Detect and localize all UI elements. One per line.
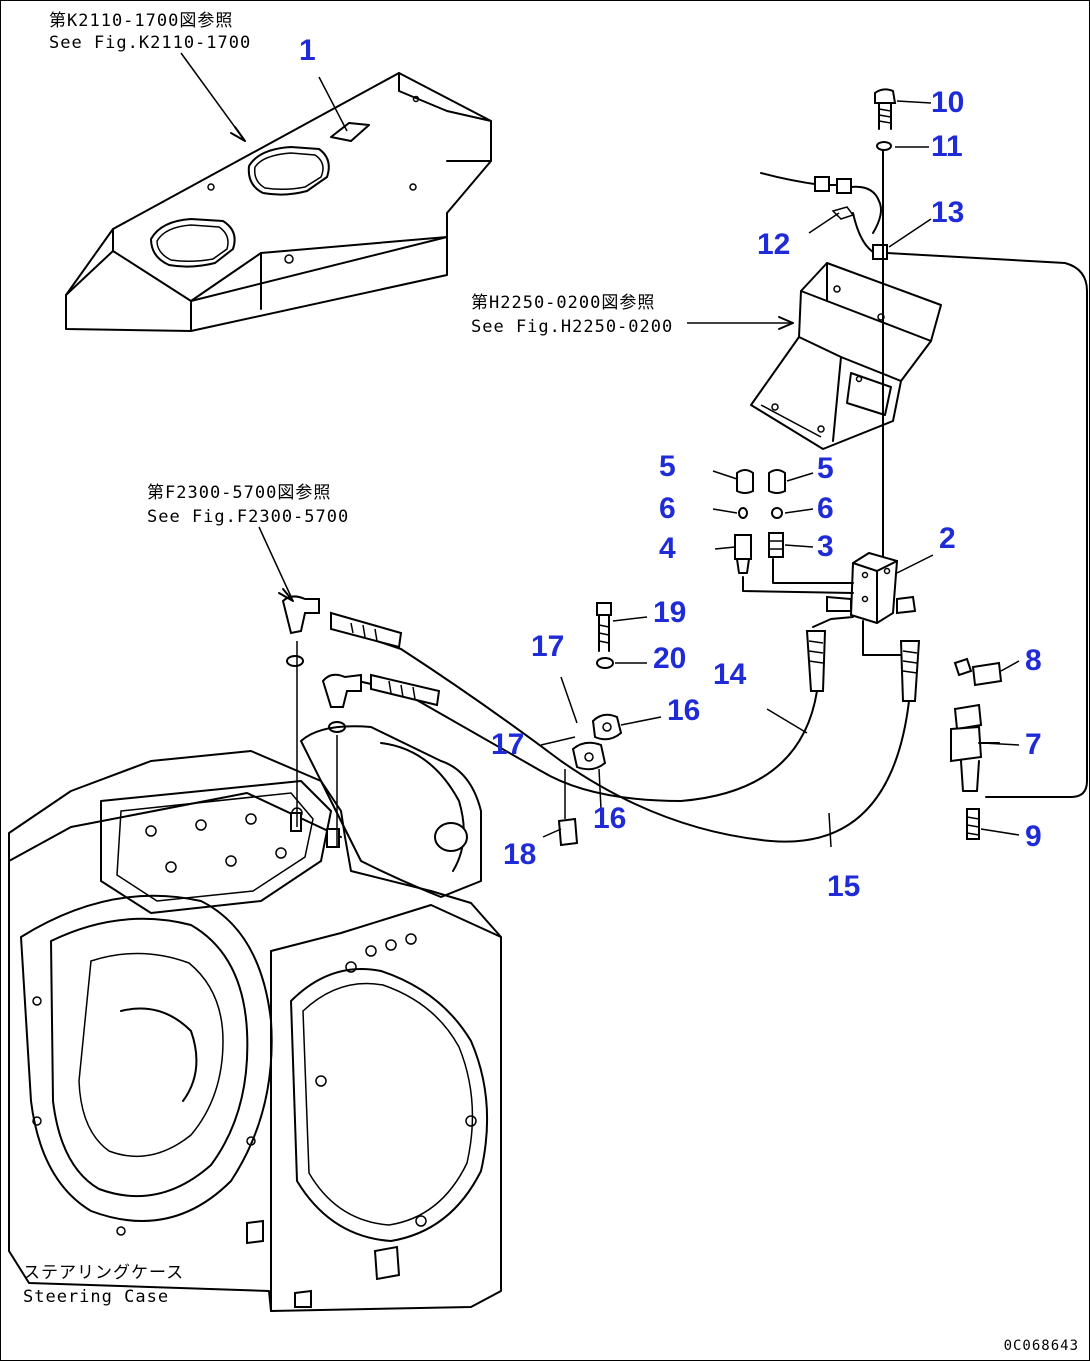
part-number: 17	[531, 630, 565, 663]
drawing-code: 0C068643	[1003, 1338, 1079, 1354]
sensor-7	[950, 657, 1003, 840]
cover-part	[65, 72, 492, 332]
bolt-10	[874, 88, 897, 151]
ref-left-jp: 第F2300-5700図参照	[147, 483, 332, 503]
part-number: 16	[667, 694, 701, 727]
part-number: 18	[503, 838, 537, 871]
case-label-en: Steering Case	[23, 1287, 170, 1307]
part-number: 5	[659, 450, 676, 483]
case-label-jp: ステアリングケース	[23, 1263, 185, 1283]
part-number: 3	[817, 530, 834, 563]
steering-case	[8, 725, 502, 1312]
part-number: 14	[713, 658, 747, 691]
bracket-part	[750, 262, 942, 450]
ref-left-en: See Fig.F2300-5700	[147, 507, 350, 527]
part-number: 9	[1025, 820, 1042, 853]
leader-lines	[180, 52, 1020, 848]
part-number: 7	[1025, 728, 1042, 761]
valve-block	[742, 551, 917, 656]
part-number: 5	[817, 452, 834, 485]
ref-top-left-en: See Fig.K2110-1700	[49, 33, 252, 53]
part-number: 11	[931, 130, 963, 163]
ref-middle-en: See Fig.H2250-0200	[471, 317, 674, 337]
sensor-parts	[734, 469, 786, 574]
part-number: 12	[757, 228, 791, 261]
part-number: 6	[659, 492, 676, 525]
part-number: 20	[653, 642, 687, 675]
part-number: 19	[653, 596, 687, 629]
part-number: 17	[491, 728, 525, 761]
clamp-parts	[557, 602, 623, 847]
wire-harness	[760, 150, 1088, 798]
hoses	[281, 595, 921, 843]
part-number: 16	[593, 802, 627, 835]
part-number: 8	[1025, 644, 1042, 677]
part-number: 6	[817, 492, 834, 525]
part-number: 1	[299, 34, 316, 67]
ref-top-left-jp: 第K2110-1700図参照	[49, 11, 234, 31]
part-number: 2	[939, 522, 956, 555]
ref-middle-jp: 第H2250-0200図参照	[471, 293, 656, 313]
part-number: 13	[931, 196, 965, 229]
part-number: 4	[659, 532, 676, 565]
part-number: 15	[827, 870, 861, 903]
part-number: 10	[931, 86, 965, 119]
